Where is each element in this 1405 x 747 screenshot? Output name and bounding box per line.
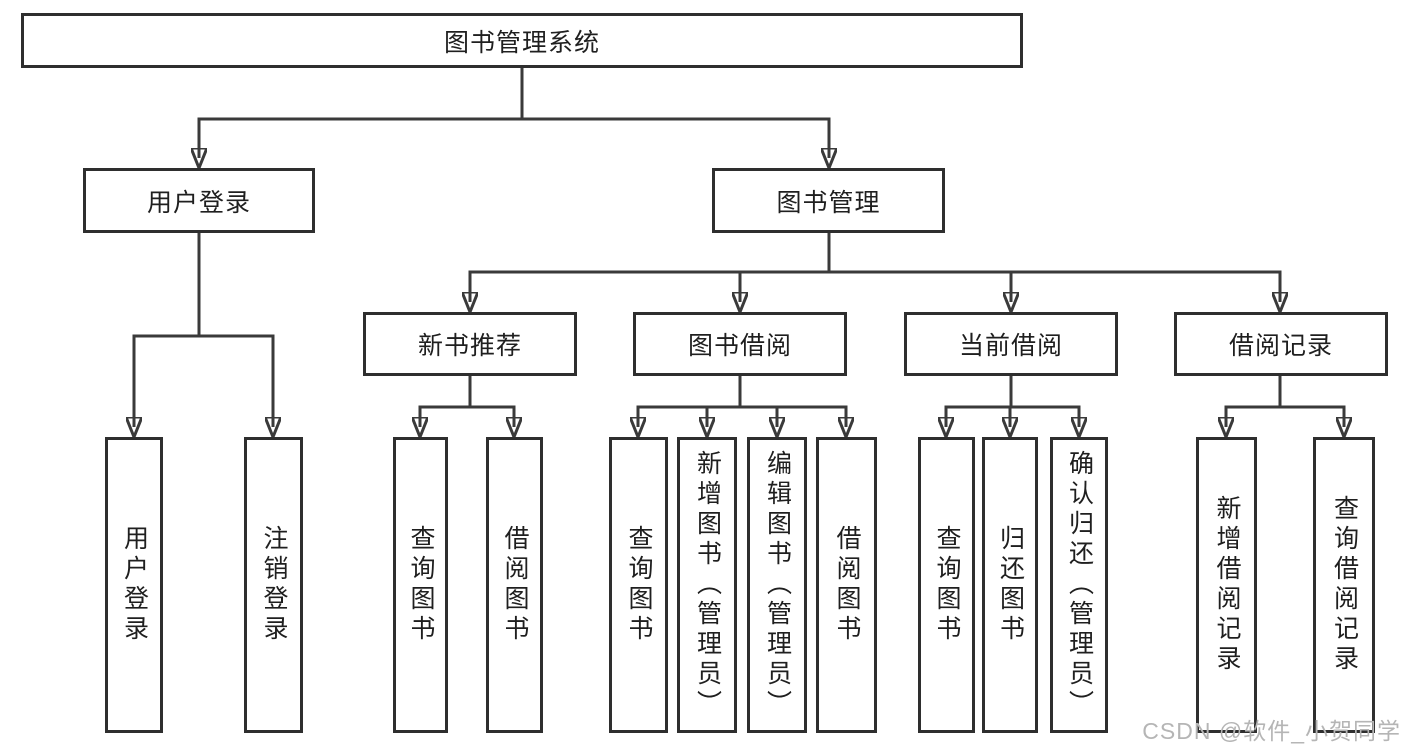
node-new-book-recommend: 新书推荐 <box>363 312 577 376</box>
node-borrow-books-under-recommend: 借阅图书 <box>486 437 543 733</box>
node-label: 注销登录 <box>260 525 288 645</box>
node-confirm-return-admin: 确认归还（管理员） <box>1050 437 1108 733</box>
connector-recommend-to-query <box>420 376 472 427</box>
node-label: 查询借阅记录 <box>1330 495 1359 675</box>
connector-userlogin-to-leaf-login <box>134 233 201 427</box>
connector-records-to-add <box>1226 376 1282 427</box>
node-label: 用户登录 <box>146 188 251 217</box>
node-return-books: 归还图书 <box>982 437 1038 733</box>
connector-borrow-to-query <box>638 376 742 427</box>
node-query-borrow-record: 查询借阅记录 <box>1313 437 1375 733</box>
node-label: 确认归还（管理员） <box>1065 450 1094 720</box>
node-add-borrow-record: 新增借阅记录 <box>1196 437 1257 733</box>
node-label: 图书管理 <box>776 188 881 217</box>
connector-borrow-to-borrowbook <box>738 376 846 427</box>
connector-root-to-user-login <box>199 68 524 158</box>
connector-current-to-confirm <box>1009 376 1079 427</box>
connector-mgmt-to-current-borrow <box>827 233 1011 302</box>
node-borrow-books-under-borrow: 借阅图书 <box>816 437 877 733</box>
csdn-watermark: CSDN @软件_小贺同学 <box>1142 718 1401 744</box>
node-borrow-records: 借阅记录 <box>1174 312 1388 376</box>
connector-records-to-query <box>1278 376 1344 427</box>
connector-mgmt-to-new-book-recommend <box>470 233 831 302</box>
connector-borrow-to-edit <box>738 376 777 427</box>
connector-recommend-to-borrow <box>468 376 514 427</box>
connector-mgmt-to-borrow-records <box>827 233 1280 302</box>
node-query-books-under-recommend: 查询图书 <box>393 437 448 733</box>
node-book-borrow: 图书借阅 <box>633 312 847 376</box>
node-label: 新书推荐 <box>417 332 522 360</box>
node-label: 用户登录 <box>120 525 149 645</box>
node-label: 编辑图书（管理员） <box>763 450 792 720</box>
node-label: 查询图书 <box>933 525 961 645</box>
node-label: 图书管理系统 <box>443 28 600 57</box>
node-label: 新增借阅记录 <box>1213 495 1241 675</box>
node-label: 归还图书 <box>996 525 1025 645</box>
node-label: 借阅记录 <box>1228 332 1333 360</box>
node-book-management: 图书管理 <box>712 168 945 233</box>
node-label: 查询图书 <box>407 525 435 645</box>
node-library-system: 图书管理系统 <box>21 13 1023 68</box>
connector-mgmt-to-book-borrow <box>740 233 831 302</box>
node-add-books-admin: 新增图书（管理员） <box>677 437 737 733</box>
node-label: 借阅图书 <box>501 525 529 645</box>
node-user-login: 用户登录 <box>83 168 315 233</box>
node-query-books-under-borrow: 查询图书 <box>609 437 668 733</box>
node-current-borrow: 当前借阅 <box>904 312 1118 376</box>
node-leaf-logout: 注销登录 <box>244 437 303 733</box>
node-query-books-under-current: 查询图书 <box>918 437 975 733</box>
node-label: 借阅图书 <box>833 525 861 645</box>
node-label: 图书借阅 <box>687 332 792 360</box>
connector-current-to-query <box>946 376 1013 427</box>
node-edit-books-admin: 编辑图书（管理员） <box>747 437 807 733</box>
node-label: 当前借阅 <box>958 332 1063 360</box>
connector-borrow-to-add <box>707 376 742 427</box>
node-leaf-user-login: 用户登录 <box>105 437 163 733</box>
connector-root-to-book-management <box>520 68 829 158</box>
node-label: 新增图书（管理员） <box>693 450 722 720</box>
node-label: 查询图书 <box>625 525 653 645</box>
connector-userlogin-to-leaf-logout <box>197 233 273 427</box>
